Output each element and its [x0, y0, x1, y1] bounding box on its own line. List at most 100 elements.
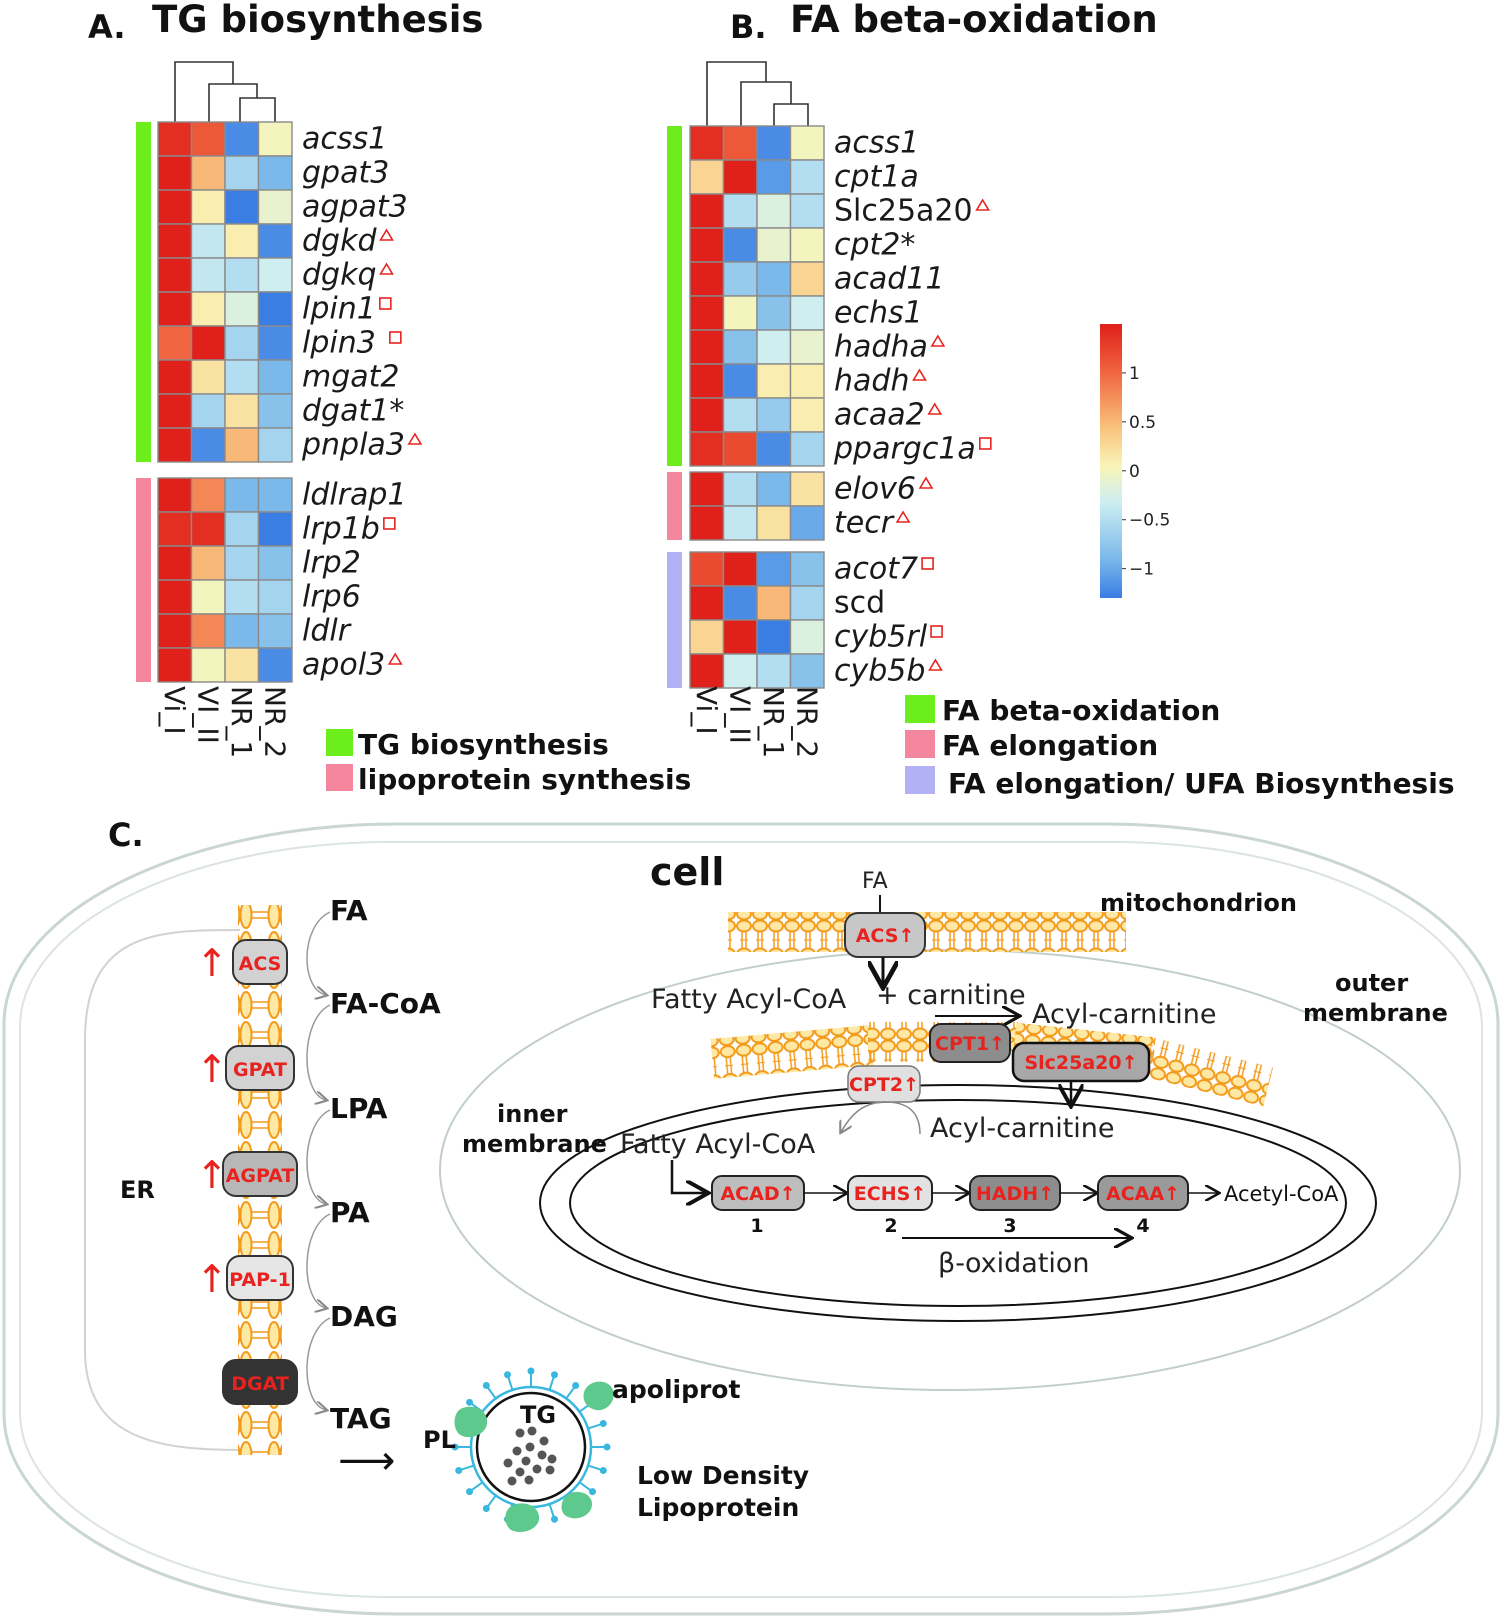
- heatmap-cell: [689, 397, 725, 433]
- heatmap-cell: [722, 551, 758, 587]
- er-metabolite: FA-CoA: [330, 987, 441, 1020]
- beta-step-enzyme-label: ACAA↑: [1106, 1183, 1180, 1205]
- tg-dot: [547, 1454, 557, 1464]
- heatmap-cell: [689, 585, 725, 621]
- heatmap-cell: [789, 125, 825, 161]
- heatmap-cell: [190, 545, 226, 581]
- heatmap-cell: [689, 619, 725, 655]
- heatmap-cell: [190, 477, 226, 513]
- gene-label: lrp1b: [302, 512, 380, 547]
- heatmap-cell: [756, 227, 792, 263]
- heatmap-cell: [789, 295, 825, 331]
- heatmap-cell: [257, 477, 293, 513]
- sample-label: NR_2: [258, 686, 291, 758]
- heatmap-cell: [722, 329, 758, 365]
- cpt2-curve-out: [841, 1101, 887, 1132]
- heatmap-cell: [722, 431, 758, 467]
- gene-label: gpat3: [302, 156, 389, 191]
- heatmap-cell: [257, 291, 293, 327]
- triangle-marker: [918, 476, 934, 489]
- gene-label: lpin1: [302, 292, 376, 327]
- gene-label: apol3: [302, 648, 385, 683]
- heatmap-cell: [756, 363, 792, 399]
- colorbar-tick-label: 1: [1129, 364, 1140, 384]
- legend-a-swatch-lipo: [326, 764, 353, 791]
- panel-a-title: TG biosynthesis: [152, 0, 483, 41]
- acs-enzyme-mito: [844, 912, 926, 958]
- heatmap-cell: [722, 227, 758, 263]
- legend-b-item-elong: FA elongation: [942, 729, 1158, 762]
- heatmap-cell: [756, 551, 792, 587]
- heatmap-cell: [689, 295, 725, 331]
- gene-label: acss1: [834, 126, 919, 161]
- inner-membrane-line2: membrane: [462, 1130, 607, 1158]
- heatmap-cell: [190, 359, 226, 395]
- gene-label: ldlrap1: [302, 478, 407, 513]
- ldl-apo-label: apoliprot: [612, 1375, 740, 1404]
- gene-label: lrp6: [302, 580, 361, 615]
- er-enzyme-label: PAP-1: [229, 1269, 291, 1291]
- heatmap-cell: [190, 393, 226, 429]
- er-reaction-arrow: [306, 1213, 331, 1308]
- heatmap-cell: [190, 647, 226, 683]
- heatmap-cell: [756, 193, 792, 229]
- phospholipid-head: [550, 1515, 558, 1523]
- heatmap-cell: [722, 619, 758, 655]
- legend-a: TG biosynthesis lipoprotein synthesis: [326, 728, 691, 796]
- heatmap-cell: [157, 359, 193, 395]
- beta-step-enzyme-label: ECHS↑: [854, 1183, 926, 1205]
- er-enzyme-label: GPAT: [233, 1059, 287, 1081]
- heatmap-cell: [689, 551, 725, 587]
- tg-dot: [524, 1475, 534, 1485]
- phospholipid-head: [527, 1367, 535, 1375]
- heatmap-cell: [789, 227, 825, 263]
- apoprotein-shape: [561, 1491, 592, 1519]
- colorbar: 10.50−0.5−1: [1100, 324, 1170, 598]
- heatmap-cell: [224, 427, 260, 463]
- sample-label: Vi_I: [690, 686, 723, 735]
- sample-label: VI_II: [191, 686, 224, 744]
- phospholipid-head: [466, 1398, 474, 1406]
- heatmap-cell: [224, 393, 260, 429]
- er-metabolite: FA: [330, 894, 368, 927]
- group-bars-b: [667, 126, 682, 688]
- beta-step-enzyme-label: HADH↑: [976, 1183, 1054, 1205]
- phospholipid-head: [482, 1382, 490, 1390]
- triangle-marker: [928, 658, 943, 671]
- heatmap-cell: [157, 511, 193, 547]
- gene-label: cpt2*: [834, 228, 915, 263]
- heatmap-cell: [224, 257, 260, 293]
- er-enzyme: [222, 1151, 298, 1197]
- apoprotein-shape: [583, 1381, 614, 1411]
- triangle-marker: [895, 510, 911, 523]
- heatmap-cell: [689, 431, 725, 467]
- heatmap-cell: [157, 155, 193, 191]
- triangle-marker: [975, 198, 991, 211]
- er-enzyme: [226, 1255, 294, 1301]
- slc25a20-transporter: [1011, 1041, 1151, 1083]
- gene-label: acot7: [834, 552, 918, 587]
- er-enzyme-label: ACS: [239, 953, 282, 975]
- heatmap-cell: [689, 505, 725, 541]
- heatmap-cell: [190, 579, 226, 615]
- er-metabolite: PA: [330, 1196, 370, 1229]
- phospholipid-head: [603, 1443, 611, 1451]
- triangle-marker: [379, 228, 394, 241]
- gene-label: tecr: [834, 506, 895, 541]
- ldl-name-line1: Low Density: [637, 1461, 809, 1490]
- beta-step-enzyme-label: ACAD↑: [720, 1183, 795, 1205]
- gene-label: agpat3: [302, 190, 408, 225]
- gene-label: dgat1*: [302, 394, 404, 429]
- er-enzyme: [225, 1045, 295, 1091]
- apoprotein-shape: [454, 1406, 488, 1438]
- cpt2-curve-in: [885, 1101, 921, 1135]
- legend-b-item-beta: FA beta-oxidation: [942, 694, 1220, 727]
- group-bars-a: [136, 122, 151, 682]
- group-bar: [667, 472, 682, 540]
- beta-step-number: 1: [750, 1215, 763, 1237]
- heatmap-cell: [157, 189, 193, 225]
- heatmap-cell: [756, 585, 792, 621]
- gene-label: acad11: [834, 262, 944, 297]
- heatmap-cell: [224, 189, 260, 225]
